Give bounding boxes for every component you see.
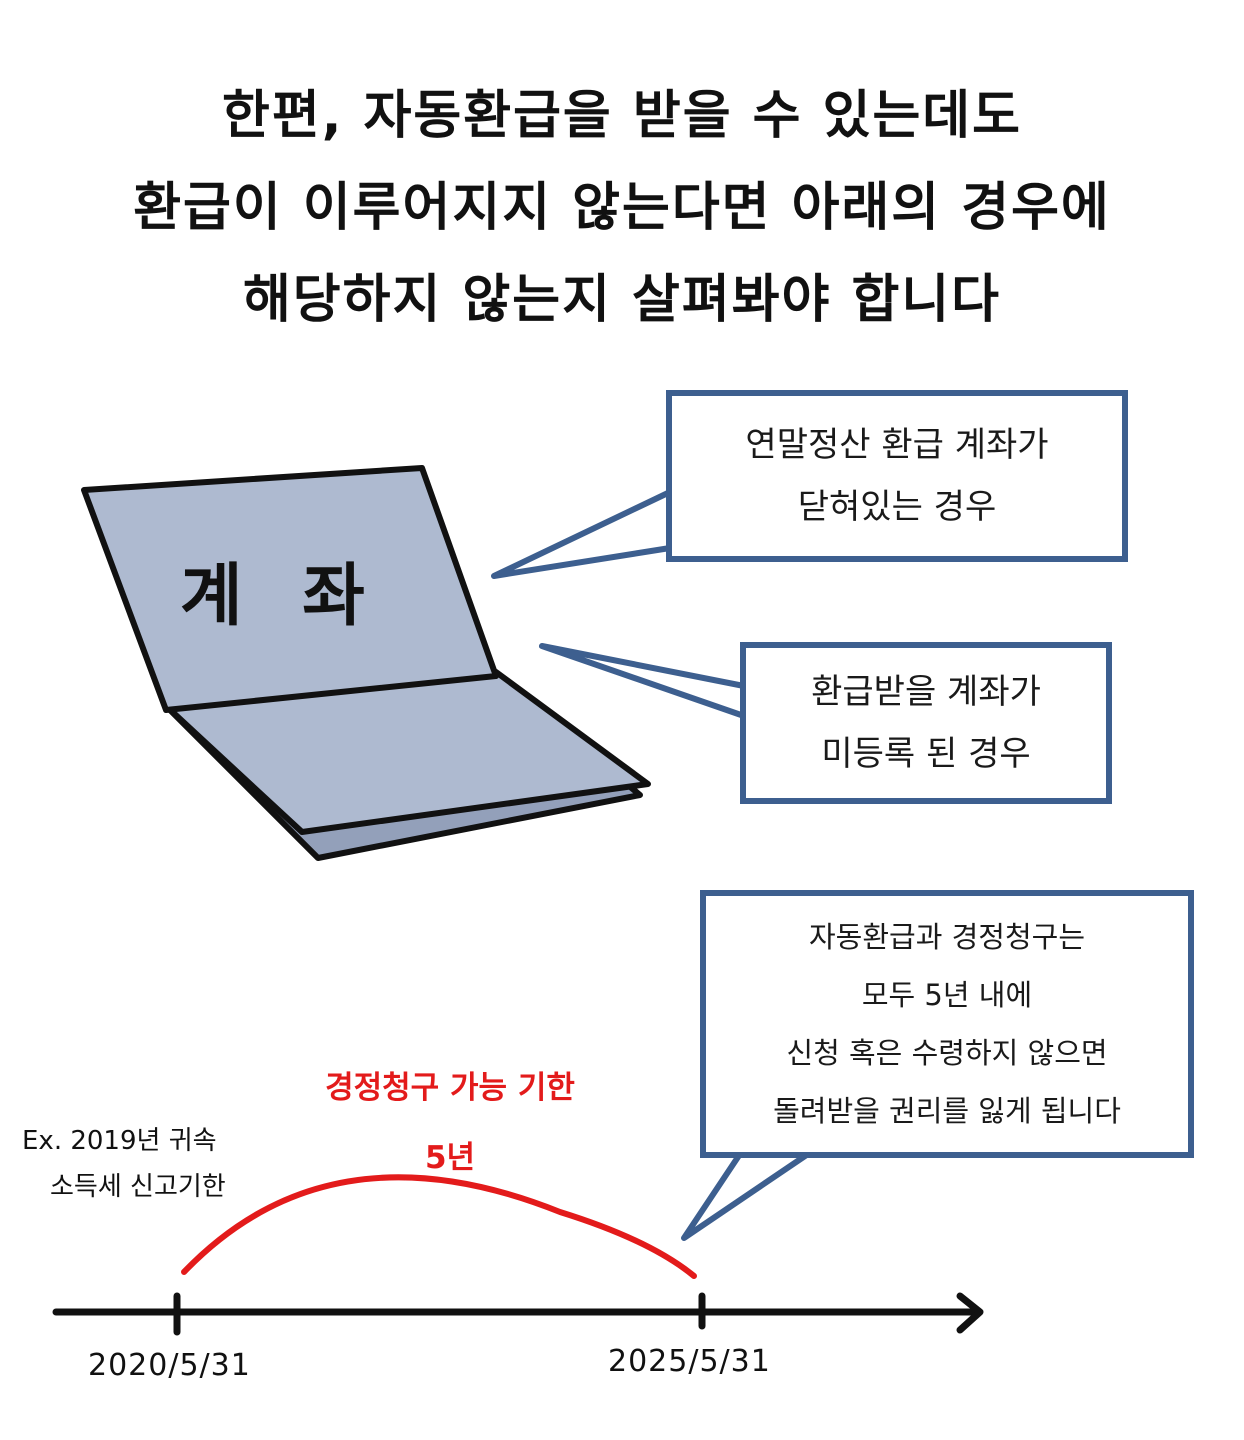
closed-account-line-2: 닫혀있는 경우 [797, 487, 997, 527]
closed-account-bubble: 연말정산 환급 계좌가 닫혀있는 경우 [666, 390, 1128, 562]
unregistered-account-line-1: 환급받을 계좌가 [811, 672, 1041, 712]
five-year-rule-bubble: 자동환급과 경정청구는 모두 5년 내에 신청 혹은 수령하지 않으면 돌려받을… [700, 890, 1194, 1158]
unregistered-account-line-2: 미등록 된 경우 [821, 734, 1031, 774]
start-date: 2020/5/31 [88, 1348, 251, 1383]
deadline-years: 5년 [424, 1140, 476, 1176]
bubble-2-tail [539, 643, 747, 719]
bankbook-upper-page [81, 465, 499, 713]
five-year-rule-line-2: 모두 5년 내에 [861, 978, 1033, 1012]
bubble-3-tail [681, 1151, 811, 1241]
closed-account-line-1: 연말정산 환급 계좌가 [745, 425, 1049, 465]
example-note-line-2: 소득세 신고기한 [50, 1172, 226, 1202]
deadline-label: 경정청구 가능 기한 [325, 1070, 575, 1106]
timeline-arrowhead [956, 1292, 984, 1334]
bubble-1-tail [491, 489, 673, 579]
headline: 한편, 자동환급을 받을 수 있는데도 환급이 이루어지지 않는다면 아래의 경… [0, 70, 1244, 346]
five-year-rule-line-4: 돌려받을 권리를 잃게 됩니다 [773, 1094, 1121, 1128]
headline-line-2: 환급이 이루어지지 않는다면 아래의 경우에 [133, 178, 1111, 238]
headline-line-3: 해당하지 않는지 살펴봐야 합니다 [242, 270, 1002, 330]
bankbook-label: 계 좌 [180, 557, 383, 636]
end-date: 2025/5/31 [608, 1344, 771, 1379]
headline-line-1: 한편, 자동환급을 받을 수 있는데도 [222, 86, 1022, 146]
example-note-line-1: Ex. 2019년 귀속 [22, 1126, 217, 1156]
five-year-rule-line-3: 신청 혹은 수령하지 않으면 [786, 1036, 1108, 1070]
five-year-rule-line-1: 자동환급과 경정청구는 [808, 920, 1086, 954]
example-note: Ex. 2019년 귀속 소득세 신고기한 [22, 1118, 226, 1210]
deadline-arc [181, 1174, 697, 1279]
unregistered-account-bubble: 환급받을 계좌가 미등록 된 경우 [740, 642, 1112, 804]
